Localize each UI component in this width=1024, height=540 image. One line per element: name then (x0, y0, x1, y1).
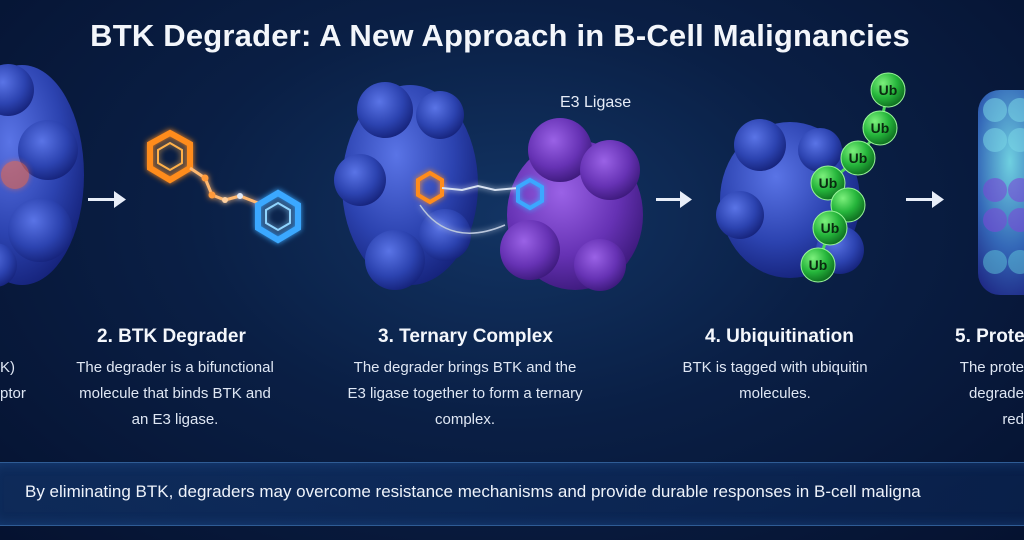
e3-ligase-label: E3 Ligase (560, 94, 632, 111)
ubiquitination-complex (716, 119, 864, 278)
degrader-molecule (147, 129, 301, 244)
e3-ligase-protein (500, 118, 643, 291)
proteasome (978, 90, 1024, 295)
step-3-description: The degrader brings BTK and the E3 ligas… (347, 359, 583, 428)
ubiquitin-label: Ub (871, 120, 890, 136)
ternary-complex (334, 82, 643, 291)
btk-protein-step4 (716, 119, 864, 278)
ubiquitin-bead: Ub (812, 210, 848, 246)
btk-protein-step1 (0, 64, 84, 287)
step-2-title: 2. BTK Degrader (97, 326, 246, 347)
step-5-title: 5. Prote (955, 326, 1024, 347)
ubiquitin-bead: Ub (870, 72, 906, 108)
ubiquitin-label: Ub (821, 220, 840, 236)
step-4-description: BTK is tagged with ubiquitin molecules. (682, 359, 868, 402)
ubiquitin-label: Ub (809, 257, 828, 273)
page-title: BTK Degrader: A New Approach in B-Cell M… (90, 18, 910, 53)
step-1-description: K) ptor (0, 359, 26, 402)
ubiquitin-bead: Ub (862, 110, 898, 146)
ubiquitin-bead: Ub (840, 140, 876, 176)
ubiquitin-bead: Ub (810, 165, 846, 201)
degrader-in-complex (416, 170, 544, 234)
arrow-2-icon (656, 191, 692, 208)
step-4-title: 4. Ubiquitination (705, 326, 854, 347)
step-2-description: The degrader is a bifunctional molecule … (76, 359, 274, 428)
btk-protein-step3 (334, 82, 478, 290)
ubiquitin-label: Ub (849, 150, 868, 166)
conclusion-banner: By eliminating BTK, degraders may overco… (0, 462, 1024, 526)
step-5-description: The prote degrade red (959, 359, 1024, 428)
conclusion-text: By eliminating BTK, degraders may overco… (25, 482, 921, 501)
arrow-3-icon (906, 191, 944, 208)
ubiquitin-label: Ub (819, 175, 838, 191)
ubiquitin-bead: Ub (800, 247, 836, 283)
arrow-1-icon (88, 191, 126, 208)
ubiquitin-label: Ub (879, 82, 898, 98)
step-3-title: 3. Ternary Complex (378, 326, 553, 347)
